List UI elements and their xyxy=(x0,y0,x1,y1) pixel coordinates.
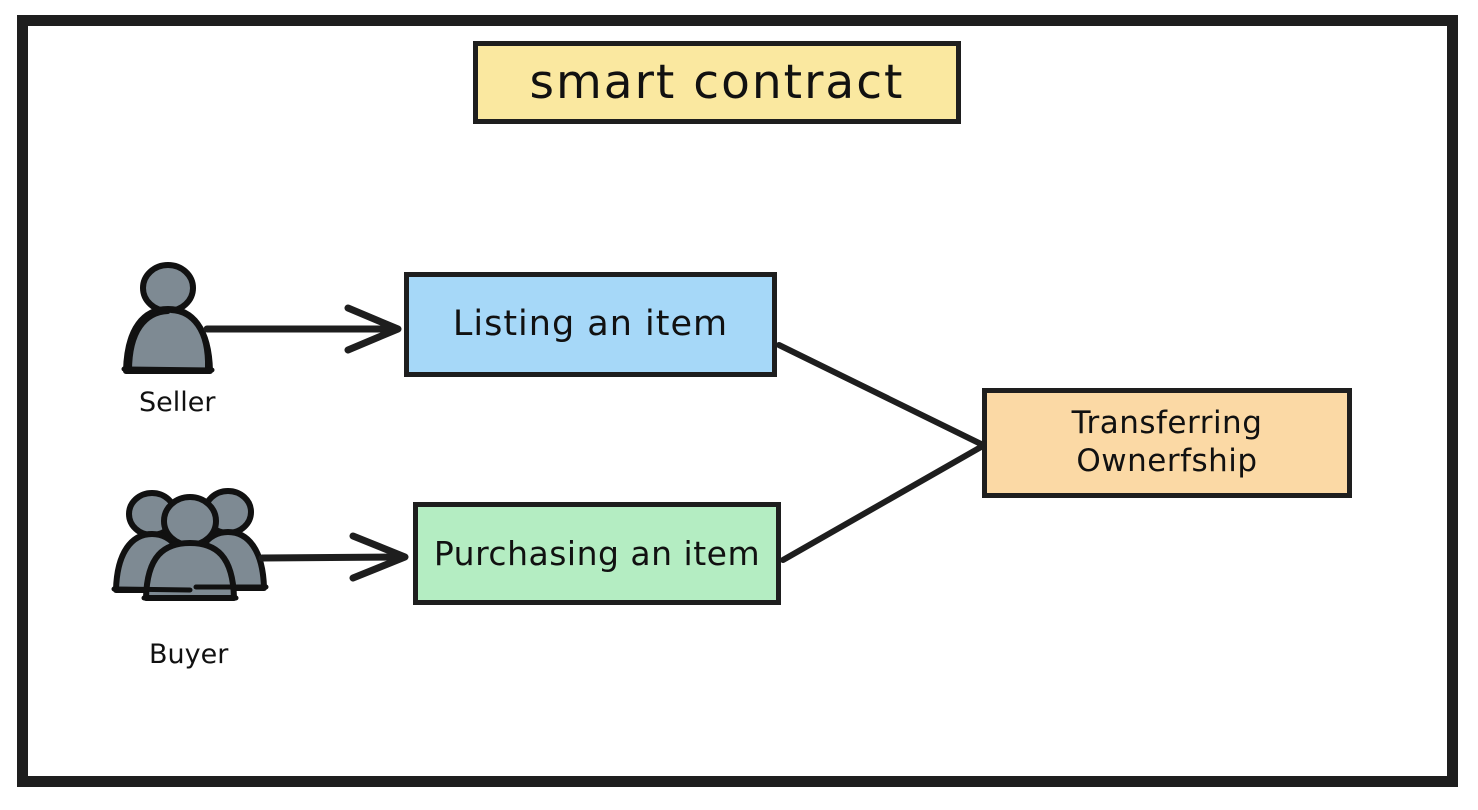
actor-label-buyer: Buyer xyxy=(149,639,229,670)
node-purchasing-an-item-label: Purchasing an item xyxy=(433,534,761,573)
node-transferring-ownership-label: Transferring Ownerfship xyxy=(987,405,1347,481)
node-smart-contract-label: smart contract xyxy=(529,55,905,110)
node-transferring-ownership-line2: Ownerfship xyxy=(1076,443,1258,479)
node-listing-an-item[interactable]: Listing an item xyxy=(404,272,777,377)
node-purchasing-an-item[interactable]: Purchasing an item xyxy=(413,502,781,605)
actor-label-seller: Seller xyxy=(139,387,216,418)
node-listing-an-item-label: Listing an item xyxy=(452,304,729,344)
node-transferring-ownership[interactable]: Transferring Ownerfship xyxy=(982,388,1352,498)
node-transferring-ownership-line1: Transferring xyxy=(1071,405,1263,442)
diagram-frame xyxy=(17,15,1458,787)
node-smart-contract[interactable]: smart contract xyxy=(473,41,961,124)
